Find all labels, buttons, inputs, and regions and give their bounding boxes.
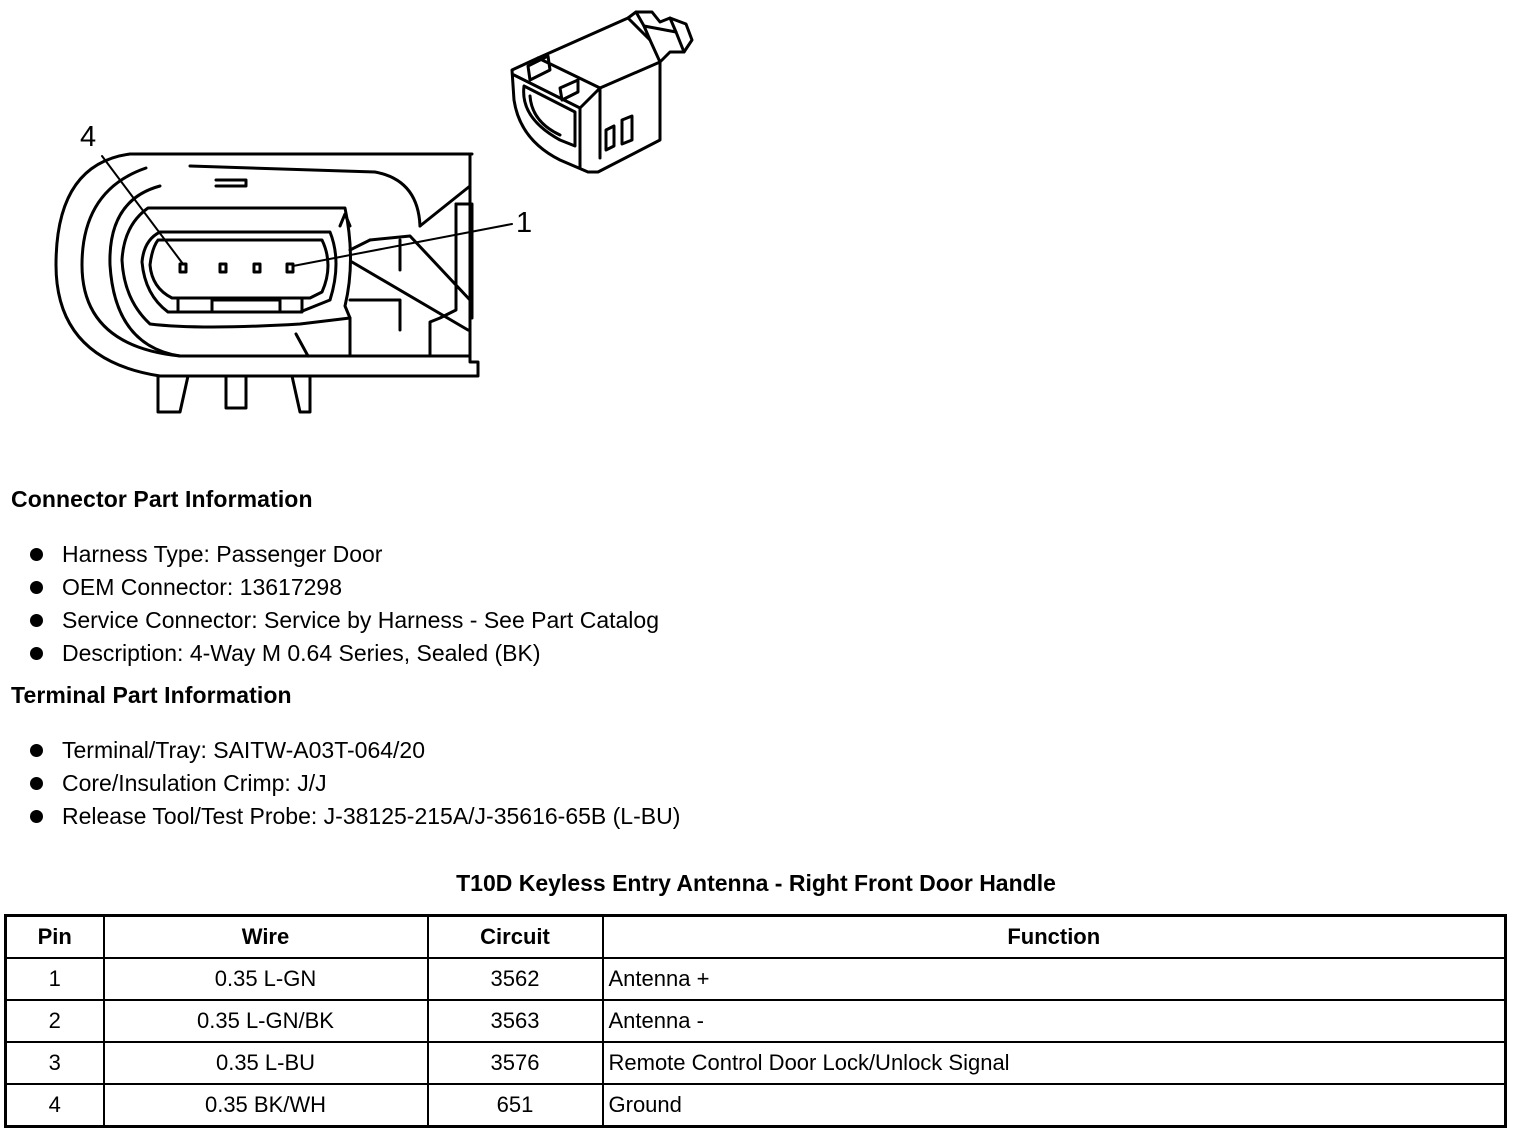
cell-function: Antenna + [601, 957, 1507, 1001]
table-title: T10D Keyless Entry Antenna - Right Front… [456, 870, 1056, 896]
bullet-icon [30, 810, 43, 823]
cell-circuit: 3576 [426, 1041, 604, 1085]
connector-isometric-view [510, 10, 694, 174]
cell-pin: 2 [4, 999, 105, 1043]
pin-3-cavity [218, 262, 228, 274]
list-item: Service Connector: Service by Harness - … [30, 604, 659, 637]
cell-pin: 1 [4, 957, 105, 1001]
list-item: Release Tool/Test Probe: J-38125-215A/J-… [30, 800, 680, 833]
pin-2-cavity [252, 262, 262, 274]
terminal-info-heading: Terminal Part Information [11, 682, 292, 708]
list-item: OEM Connector: 13617298 [30, 571, 659, 604]
table-header-row: Pin Wire Circuit Function [4, 914, 1507, 959]
pinout-table: Pin Wire Circuit Function 1 0.35 L-GN 35… [4, 914, 1507, 1128]
table-row: 1 0.35 L-GN 3562 Antenna + [4, 957, 1507, 1001]
header-pin: Pin [4, 914, 105, 959]
cell-pin: 4 [4, 1083, 105, 1128]
bullet-icon [30, 548, 43, 561]
pin-1-cavity [285, 262, 295, 274]
cell-function: Ground [601, 1083, 1507, 1128]
cell-function: Antenna - [601, 999, 1507, 1043]
pin-4-cavity [178, 262, 188, 274]
cell-pin: 3 [4, 1041, 105, 1085]
cell-wire: 0.35 L-GN [102, 957, 429, 1001]
terminal-info-list: Terminal/Tray: SAITW-A03T-064/20 Core/In… [30, 734, 680, 833]
header-circuit: Circuit [426, 914, 604, 959]
bullet-icon [30, 647, 43, 660]
pin-4-callout: 4 [80, 121, 96, 153]
list-item: Harness Type: Passenger Door [30, 538, 659, 571]
list-item: Core/Insulation Crimp: J/J [30, 767, 680, 800]
header-wire: Wire [102, 914, 429, 959]
header-function: Function [601, 914, 1507, 959]
cell-wire: 0.35 L-GN/BK [102, 999, 429, 1043]
pin-1-callout: 1 [516, 207, 532, 239]
bullet-icon [30, 581, 43, 594]
bullet-icon [30, 614, 43, 627]
callout-leader-1 [292, 223, 513, 267]
connector-diagram: 4 1 [54, 10, 694, 414]
cell-circuit: 651 [426, 1083, 604, 1128]
connector-front-view [54, 152, 513, 414]
cell-wire: 0.35 BK/WH [102, 1083, 429, 1128]
table-row: 2 0.35 L-GN/BK 3563 Antenna - [4, 999, 1507, 1043]
list-item: Description: 4-Way M 0.64 Series, Sealed… [30, 637, 659, 670]
cell-function: Remote Control Door Lock/Unlock Signal [601, 1041, 1507, 1085]
bullet-icon [30, 777, 43, 790]
table-row: 4 0.35 BK/WH 651 Ground [4, 1083, 1507, 1128]
cell-circuit: 3562 [426, 957, 604, 1001]
bullet-icon [30, 744, 43, 757]
cell-circuit: 3563 [426, 999, 604, 1043]
connector-info-list: Harness Type: Passenger Door OEM Connect… [30, 538, 659, 670]
cell-wire: 0.35 L-BU [102, 1041, 429, 1085]
list-item: Terminal/Tray: SAITW-A03T-064/20 [30, 734, 680, 767]
table-row: 3 0.35 L-BU 3576 Remote Control Door Loc… [4, 1041, 1507, 1085]
callout-leader-4 [101, 155, 184, 265]
connector-info-heading: Connector Part Information [11, 486, 313, 512]
